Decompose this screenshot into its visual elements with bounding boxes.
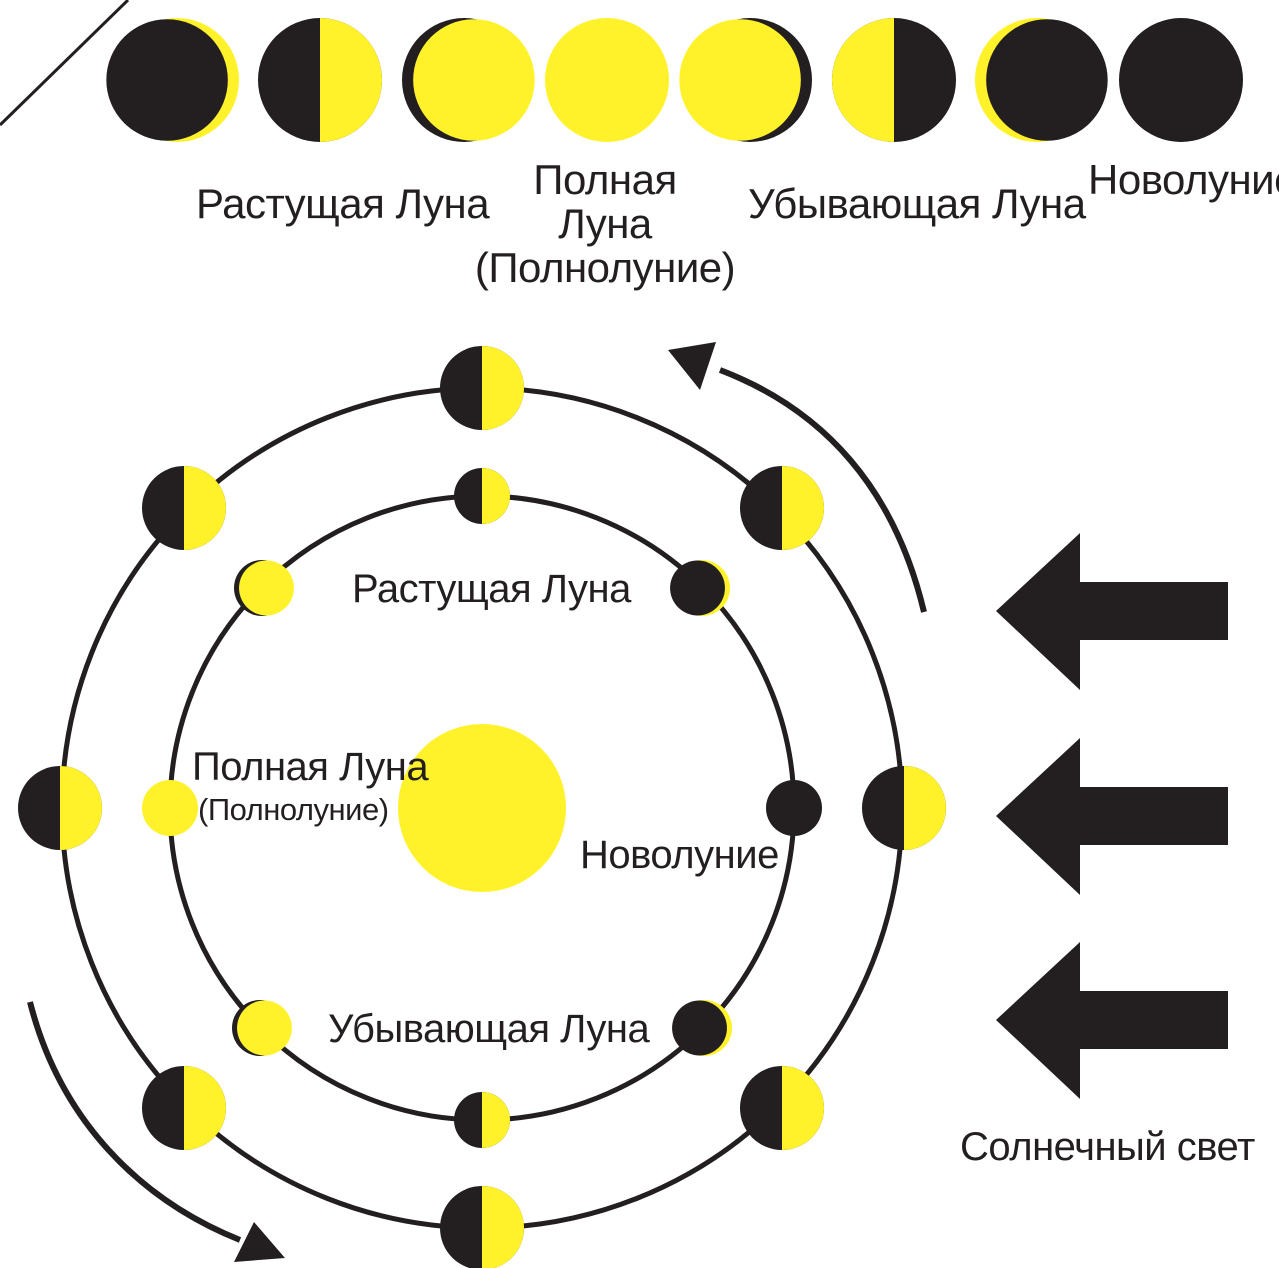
inner-moon-1-icon (454, 468, 510, 524)
sunlight-arrow-1 (996, 533, 1228, 690)
inner-moon-6-icon (232, 1000, 292, 1056)
outer-moon-2-icon (142, 466, 226, 550)
phase-strip-waning-crescent-icon (975, 18, 1108, 142)
strip-label-full-line3: (Полнолуние) (475, 246, 735, 290)
phase-strip-full-moon-icon (545, 18, 669, 142)
corner-line (0, 0, 128, 125)
outer-moon-3-icon (740, 466, 824, 550)
inner-moon-8-icon (454, 1092, 510, 1148)
outer-moon-1-icon (440, 346, 524, 430)
inner-moon-3-icon (670, 560, 730, 616)
outer-moon-7-icon (740, 1066, 824, 1150)
phase-strip (106, 18, 1243, 142)
inner-moon-2-icon (234, 560, 294, 616)
phase-strip-waxing-crescent-icon (106, 18, 239, 142)
outer-moon-4-icon (18, 766, 102, 850)
outer-moon-8-icon (440, 1186, 524, 1268)
orbit-label-full-paren: (Полнолуние) (198, 794, 398, 827)
outer-moon-6-icon (142, 1066, 226, 1150)
sunlight-arrow-2 (996, 738, 1228, 895)
orbit-label-waxing: Растущая Луна (352, 568, 606, 610)
sunlight-label: Солнечный свет (960, 1126, 1232, 1168)
strip-label-new: Новолуние (1088, 158, 1274, 202)
orbit-direction-arrowhead-bottom-left (234, 1222, 285, 1262)
inner-moon-7-icon (672, 1000, 732, 1056)
orbit-label-full: Полная Луна (192, 746, 406, 788)
orbit-label-waning: Убывающая Луна (328, 1008, 624, 1050)
phase-strip-first-quarter-icon (258, 18, 382, 142)
phase-strip-waxing-gibbous-icon (402, 18, 535, 142)
phase-strip-waning-gibbous-icon (679, 18, 812, 142)
sunlight-arrows (996, 533, 1228, 1099)
phase-strip-new-moon-icon (1119, 18, 1243, 142)
inner-moon-5-icon (766, 780, 822, 836)
outer-moon-5-icon (862, 766, 946, 850)
strip-label-waxing: Растущая Луна (196, 182, 446, 226)
orbit-direction-arrowhead-top-right (668, 342, 716, 390)
inner-moon-4-icon (142, 780, 198, 836)
orbit-label-new: Новолуние (580, 834, 770, 876)
strip-label-full: Полная Луна (Полнолуние) (480, 158, 730, 290)
sunlight-arrow-3 (996, 942, 1228, 1099)
strip-label-full-line1: Полная (533, 158, 676, 202)
strip-label-waning: Убывающая Луна (748, 182, 1040, 226)
phase-strip-last-quarter-icon (832, 18, 956, 142)
strip-label-full-line2: Луна (558, 202, 652, 246)
